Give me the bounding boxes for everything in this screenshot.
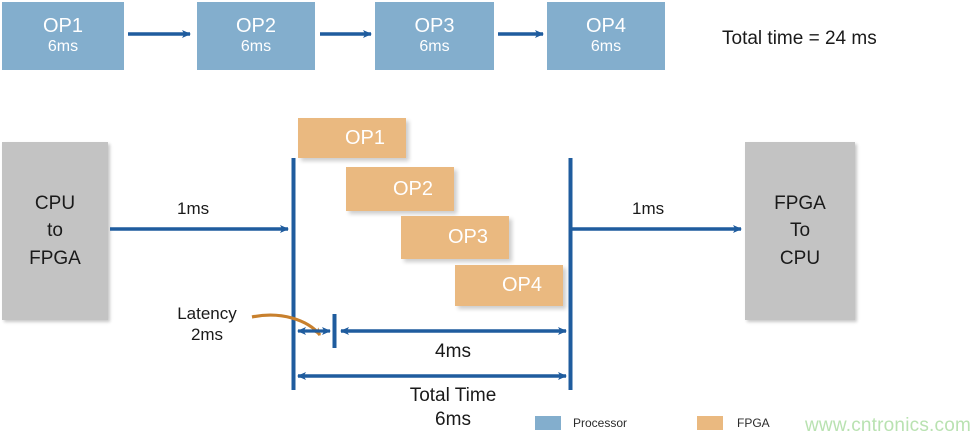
- serial-op-name: OP2: [235, 15, 277, 38]
- serial-op-duration: 6ms: [240, 38, 272, 56]
- serial-op-box-4: OP4 6ms: [547, 2, 665, 70]
- pipeline-op-name: OP1: [344, 126, 386, 149]
- cpu-to-fpga-transfer-label: 1ms: [177, 199, 210, 218]
- serial-op-box-3: OP3 6ms: [375, 2, 494, 70]
- watermark-text: www.cntronics.com: [805, 415, 971, 436]
- fpga-to-cpu-transfer-label: 1ms: [632, 199, 665, 218]
- serial-op-name: OP1: [42, 15, 84, 38]
- legend-item-fpga: FPGA: [697, 416, 770, 430]
- legend-label-fpga: FPGA: [737, 416, 770, 430]
- serial-op-name: OP4: [585, 15, 627, 38]
- pipeline-op-box-4: OP4: [455, 265, 563, 306]
- legend-swatch-processor: [535, 416, 561, 430]
- serial-op-duration: 6ms: [590, 38, 622, 56]
- pipeline-op-box-1: OP1: [298, 118, 406, 158]
- throughput-label: 4ms: [435, 341, 471, 362]
- serial-total-time-label: Total time = 24 ms: [722, 28, 877, 49]
- serial-op-duration: 6ms: [47, 38, 79, 56]
- pipeline-op-name: OP2: [392, 177, 434, 200]
- fpga-to-cpu-block: FPGA To CPU: [745, 142, 855, 320]
- total-time-label: Total Time 6ms: [409, 385, 497, 430]
- legend-label-processor: Processor: [573, 416, 628, 430]
- serial-op-duration: 6ms: [419, 38, 450, 56]
- legend-swatch-fpga: [697, 416, 723, 430]
- pipeline-op-box-2: OP2: [346, 167, 454, 211]
- pipeline-op-name: OP3: [447, 226, 489, 248]
- cpu-to-fpga-block: CPU to FPGA: [2, 142, 108, 320]
- pipeline-op-name: OP4: [501, 274, 543, 296]
- legend-item-processor: Processor: [535, 416, 627, 430]
- latency-label: Latency 2ms: [177, 304, 237, 345]
- serial-op-name: OP3: [414, 15, 455, 38]
- serial-op-box-2: OP2 6ms: [197, 2, 315, 70]
- serial-op-box-1: OP1 6ms: [2, 2, 124, 70]
- pipeline-op-box-3: OP3: [401, 216, 509, 259]
- latency-pointer-curve: [251, 313, 322, 337]
